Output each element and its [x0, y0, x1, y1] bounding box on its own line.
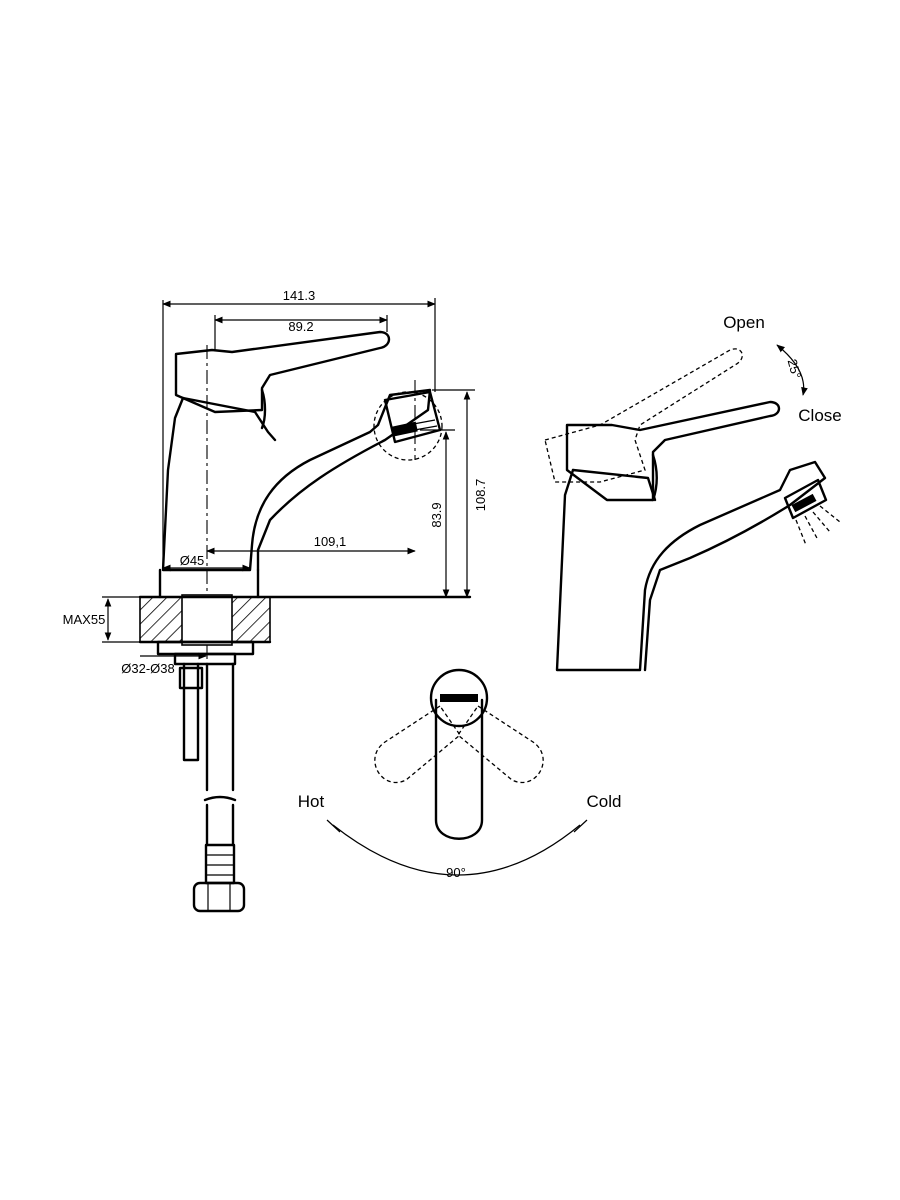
rotation-angle-arc — [332, 824, 581, 876]
lever-position-hot — [374, 705, 461, 783]
cartridge-cap — [429, 668, 489, 728]
supply-hose-right — [205, 662, 235, 792]
aerator-detail-circle — [373, 391, 443, 461]
dim-max-thickness: MAX55 — [63, 612, 106, 627]
top-view-hot-cold: Hot Cold 90° — [298, 668, 622, 880]
faucet-body-outline — [161, 388, 432, 572]
dim-total-height: 108.7 — [473, 479, 488, 512]
water-spray-lines — [795, 505, 841, 546]
dim-spout-height: 83.9 — [429, 502, 444, 527]
lever-position-cold — [457, 705, 544, 783]
lever-handle — [174, 330, 391, 414]
dim-overall-width: 141.3 — [283, 288, 316, 303]
side-lever-closed — [565, 400, 781, 502]
hose-hex-nut — [192, 881, 246, 913]
tilt-angle-label: 25° — [785, 357, 805, 380]
elevation-view: 141.3 89.2 109,1 Ø45 83.9 108.7 MAX55 Ø3… — [63, 288, 488, 913]
cold-label: Cold — [587, 792, 622, 811]
dim-lever-length: 89.2 — [288, 319, 313, 334]
open-label: Open — [723, 313, 765, 332]
close-label: Close — [798, 406, 841, 425]
side-lever-open — [544, 348, 743, 483]
lever-centre — [434, 698, 484, 840]
rotation-angle-label: 90° — [446, 865, 466, 880]
spout-tip — [383, 390, 442, 444]
dim-spout-reach: 109,1 — [314, 534, 347, 549]
dim-hole-diameter: Ø32-Ø38 — [121, 661, 174, 676]
tilt-angle-arc — [776, 344, 808, 396]
dim-base-diameter: Ø45 — [180, 553, 205, 568]
side-faucet-body — [555, 460, 827, 672]
side-view-open-close: Open Close 25° — [544, 313, 842, 672]
hot-label: Hot — [298, 792, 325, 811]
supply-hose-left — [182, 662, 200, 762]
